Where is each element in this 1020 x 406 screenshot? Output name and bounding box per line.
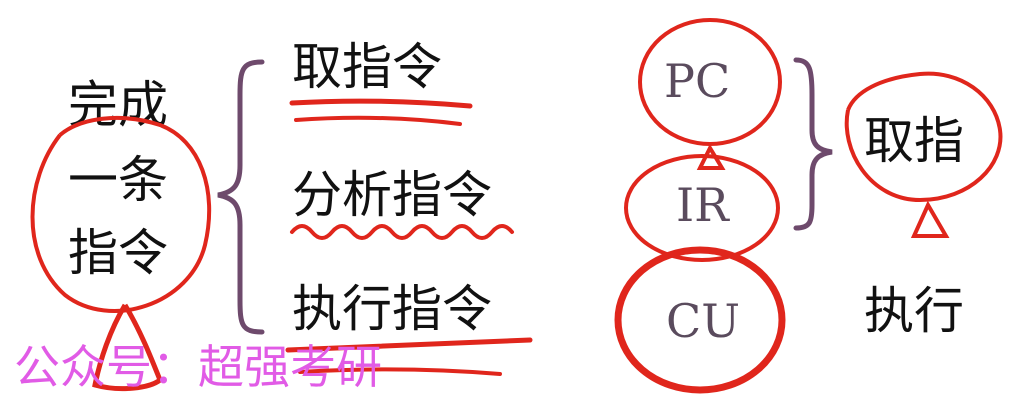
ir-circle bbox=[624, 154, 780, 262]
step-fetch: 取指令 bbox=[292, 38, 442, 96]
task-line-2: 一条 bbox=[68, 151, 168, 209]
register-ir: IR bbox=[676, 178, 729, 232]
underline-execute-2 bbox=[298, 367, 502, 376]
pc-circle bbox=[638, 18, 782, 146]
register-cu: CU bbox=[666, 294, 740, 348]
task-circle bbox=[30, 115, 212, 313]
fetch-circle bbox=[844, 71, 1003, 203]
curly-brace-right bbox=[793, 57, 833, 231]
execute-label: 执行 bbox=[864, 282, 964, 340]
fetch-loop bbox=[910, 200, 950, 238]
task-loop bbox=[92, 303, 164, 392]
fetch-label: 取指 bbox=[864, 112, 964, 170]
underline-decode-wavy bbox=[290, 224, 514, 240]
watermark: 公众号：超强考研 bbox=[14, 340, 382, 394]
underline-execute-1 bbox=[285, 337, 533, 353]
step-execute: 执行指令 bbox=[292, 280, 492, 338]
underline-fetch-1 bbox=[289, 98, 473, 109]
curly-brace-left bbox=[217, 59, 265, 335]
task-line-3: 指令 bbox=[68, 224, 168, 282]
step-decode: 分析指令 bbox=[292, 166, 492, 224]
cu-circle bbox=[614, 246, 786, 394]
underline-fetch-2 bbox=[294, 115, 462, 126]
register-pc: PC bbox=[664, 54, 731, 108]
